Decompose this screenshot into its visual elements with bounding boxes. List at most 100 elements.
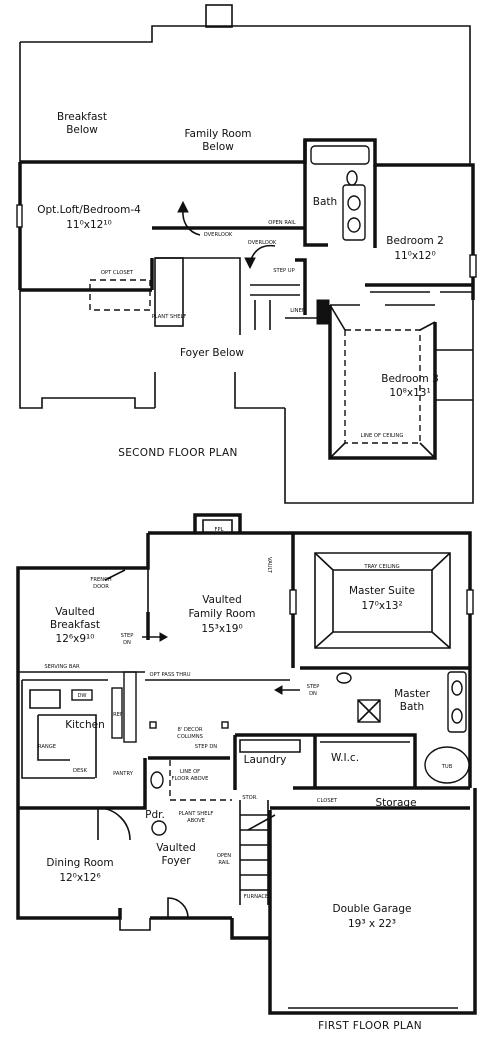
svg-text:VAULT: VAULT (266, 557, 272, 574)
storage-label: Storage (375, 797, 416, 809)
garden-tub (424, 746, 470, 784)
double-garage-label: Double Garage (333, 903, 412, 915)
svg-text:Bath: Bath (400, 701, 424, 713)
vaulted-family-dim: 15³x19⁰ (201, 623, 242, 635)
vaulted-family-label: Vaulted (202, 594, 242, 606)
toilet (346, 170, 358, 186)
plant-shelf-box (154, 257, 184, 327)
stair-treads (250, 284, 300, 330)
svg-text:STEP UP: STEP UP (273, 268, 294, 274)
svg-text:Foyer: Foyer (161, 855, 191, 867)
breakfast-below-label: Breakfast (57, 111, 107, 123)
svg-text:OPEN: OPEN (217, 853, 231, 859)
laundry-label: Laundry (244, 754, 287, 766)
kitchen-label: Kitchen (65, 719, 104, 731)
second-floor-plan: Breakfast Below Family Room Below Opt.Lo… (16, 4, 477, 504)
svg-text:STEP: STEP (307, 684, 320, 690)
svg-text:COLUMNS: COLUMNS (177, 734, 203, 740)
pdr-label: Pdr. (145, 809, 165, 821)
french-door (104, 569, 126, 581)
kitchen-counters (21, 679, 108, 779)
svg-text:PLANT SHELF: PLANT SHELF (152, 314, 187, 320)
overlook-arrow-1 (182, 209, 201, 236)
svg-text:Below: Below (202, 141, 234, 153)
vaulted-breakfast-label: Vaulted (55, 606, 95, 618)
kitchen-sink (29, 689, 61, 709)
svg-text:OPEN RAIL: OPEN RAIL (268, 220, 295, 226)
wic-label: W.I.c. (331, 752, 359, 764)
powder-toilet (150, 771, 164, 789)
svg-text:FLOOR ABOVE: FLOOR ABOVE (172, 776, 209, 782)
bedroom2-dim: 11⁰x12⁰ (394, 250, 435, 262)
svg-text:DESK: DESK (73, 768, 88, 774)
svg-text:REF: REF (113, 712, 123, 718)
stair-stringers (239, 800, 269, 905)
svg-text:8' DECOR: 8' DECOR (178, 727, 203, 733)
chimney-top (205, 4, 233, 28)
svg-text:DN: DN (309, 691, 317, 697)
opt-loft-dim: 11⁰x12¹⁰ (66, 219, 112, 231)
svg-text:PANTRY: PANTRY (113, 771, 134, 777)
dining-room-dim: 12⁰x12⁶ (59, 872, 100, 884)
powder-sink (151, 820, 167, 836)
svg-text:PLANT SHELF: PLANT SHELF (179, 811, 214, 817)
svg-text:DOOR: DOOR (93, 584, 109, 590)
svg-text:SERVING BAR: SERVING BAR (44, 664, 80, 670)
master-toilet (336, 672, 352, 684)
dining-bay (119, 918, 151, 931)
svg-text:STEP DN: STEP DN (195, 744, 218, 750)
second-floor-title: SECOND FLOOR PLAN (118, 447, 237, 459)
svg-text:FURNACE: FURNACE (244, 894, 269, 900)
bath-label: Bath (313, 196, 337, 208)
svg-text:Below: Below (66, 124, 98, 136)
svg-text:LINEN: LINEN (290, 308, 306, 314)
svg-text:STEP: STEP (121, 633, 134, 639)
svg-text:ABOVE: ABOVE (187, 818, 205, 824)
bath-walls (303, 140, 328, 247)
master-suite-label: Master Suite (349, 585, 415, 597)
dining-door-swing (97, 807, 131, 841)
svg-text:RAIL: RAIL (218, 860, 229, 866)
first-floor-exterior (148, 531, 472, 788)
bedroom2-label: Bedroom 2 (386, 235, 444, 247)
svg-text:CLOSET: CLOSET (317, 798, 338, 804)
bedroom3-dim: 10⁸x13¹ (389, 387, 430, 399)
svg-text:FPL: FPL (214, 527, 223, 533)
svg-text:OPT CLOSET: OPT CLOSET (101, 270, 134, 276)
opt-loft-label: Opt.Loft/Bedroom-4 (37, 204, 141, 216)
svg-text:OVERLOOK: OVERLOOK (248, 240, 277, 246)
bedroom3-ceiling-line (344, 329, 421, 444)
opt-closet (89, 279, 151, 311)
master-bath-label: Master (394, 688, 431, 700)
vaulted-breakfast-dim: 12⁶x9¹⁰ (56, 633, 95, 645)
svg-text:Family Room: Family Room (188, 608, 255, 620)
first-floor-title: FIRST FLOOR PLAN (318, 1020, 422, 1032)
first-floor-plan: FPL FRENCH DOOR VAULT TRAY CEILING Vault… (16, 513, 477, 1032)
svg-text:LINE OF CEILING: LINE OF CEILING (361, 433, 404, 439)
bedroom3-walls (328, 305, 437, 460)
foyer-below-outline (19, 290, 155, 409)
master-suite-dim: 17⁰x13² (361, 600, 402, 612)
svg-text:LINE OF: LINE OF (180, 769, 200, 775)
svg-text:FRENCH: FRENCH (90, 577, 111, 583)
svg-text:OPT PASS THRU: OPT PASS THRU (149, 672, 190, 678)
washer-dryer (239, 739, 301, 753)
foyer-below-label: Foyer Below (180, 347, 244, 359)
svg-text:STOR.: STOR. (242, 795, 258, 801)
svg-text:DW: DW (77, 693, 86, 699)
fridge (111, 687, 123, 739)
family-room-below-label: Family Room (184, 128, 251, 140)
svg-text:DN: DN (123, 640, 131, 646)
svg-text:TUB: TUB (441, 764, 453, 770)
decor-column-2 (221, 721, 229, 729)
front-door-swing (167, 897, 189, 919)
svg-text:Breakfast: Breakfast (50, 619, 100, 631)
linen-shaft (316, 299, 330, 325)
dining-room-label: Dining Room (46, 857, 113, 869)
line-of-floor-above (169, 760, 232, 801)
svg-text:TRAY CEILING: TRAY CEILING (363, 564, 399, 570)
svg-text:OVERLOOK: OVERLOOK (204, 232, 233, 238)
wic-walls (315, 733, 417, 788)
vaulted-foyer-label: Vaulted (156, 842, 196, 854)
